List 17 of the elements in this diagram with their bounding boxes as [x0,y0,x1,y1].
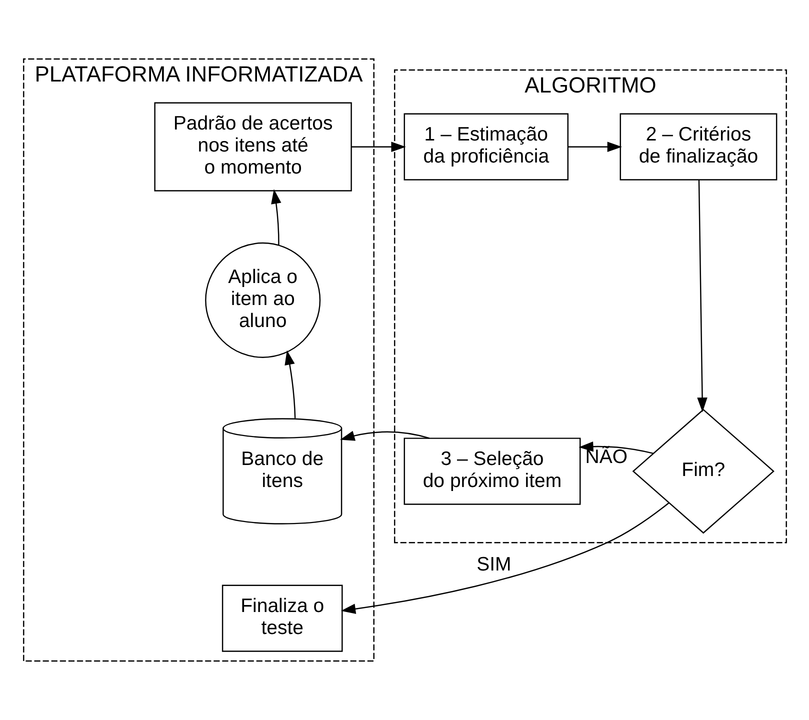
arrow [270,189,281,246]
arrow [340,502,669,614]
edge-label: NÃO [584,446,628,468]
arrow [568,142,622,152]
edge-label: SIM [476,553,511,576]
arrow [284,350,296,418]
node-box: Padrão de acertos nos itens até o momento [154,102,352,192]
node-box: 3 – Seleção do próximo item [403,438,580,505]
arrow [350,142,406,152]
node-circle: Aplica o item ao aluno [204,242,320,358]
arrow [696,180,707,412]
arrow [340,430,430,441]
arrow [578,441,654,454]
node-box: Finaliza o teste [221,584,342,652]
node-box: 2 – Critérios de finalização [619,113,777,180]
node-box: 1 – Estimação da proficiência [403,113,568,180]
node-diamond: Fim? [632,408,774,534]
